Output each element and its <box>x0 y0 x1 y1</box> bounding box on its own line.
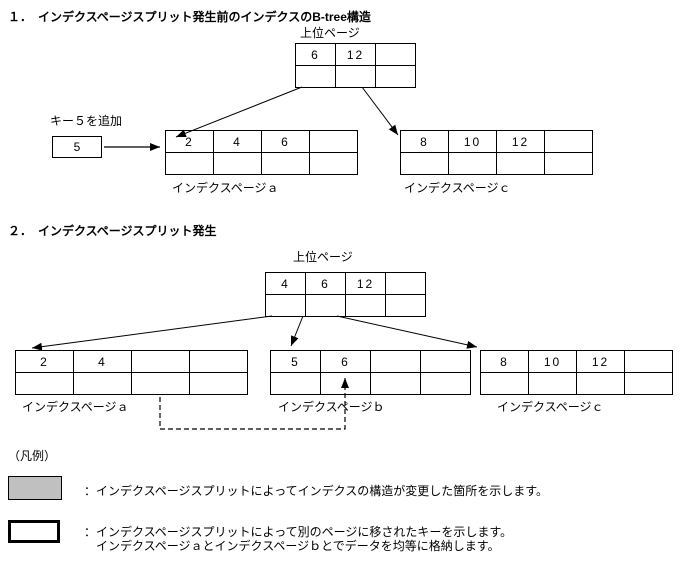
s2-page-a-label: インデクスページａ <box>22 400 129 414</box>
key-value-box: 5 <box>52 136 102 158</box>
table-cell <box>496 152 545 175</box>
table-cell: 8 <box>400 130 449 153</box>
table-cell: 8 <box>480 350 529 373</box>
legend-moved-text-line1: ：インデクスページスプリットによって別のページに移されたキーを示します。 <box>84 525 513 539</box>
table-cell <box>295 65 336 88</box>
table-cell <box>528 372 577 395</box>
legend-moved-text-line2: インデクスページａとインデクスページｂとでデータを均等に格納します。 <box>96 539 500 553</box>
changed-cell: 6 <box>320 350 371 373</box>
table-cell <box>624 372 673 395</box>
table-cell <box>448 152 497 175</box>
s2-page-c-label: インデクスページｃ <box>497 400 604 414</box>
s1-index-page-a-table: 2 4 6 <box>165 130 358 175</box>
table-cell <box>385 294 426 317</box>
table-cell: 12 <box>576 350 625 373</box>
table-cell: 2 <box>165 130 214 153</box>
table-cell <box>480 372 529 395</box>
s2-index-page-c-table: 8 10 12 <box>480 350 673 395</box>
arrow-s1-upper-to-page-c <box>361 86 399 136</box>
table-cell: 6 <box>305 272 346 295</box>
legend-changed-swatch <box>8 476 62 500</box>
arrow-s2-upper-to-page-a <box>31 315 273 351</box>
table-cell <box>165 152 214 175</box>
s1-upper-page-table: 6 12 <box>295 43 416 88</box>
changed-cell <box>420 350 471 373</box>
table-cell: 6 <box>295 43 336 66</box>
table-cell <box>335 65 376 88</box>
add-key-label: キー５を追加 <box>50 114 123 128</box>
moved-key-cell <box>131 350 190 373</box>
changed-cell: 4 <box>265 272 306 295</box>
arrow-s2-upper-to-page-b <box>290 315 304 347</box>
table-cell: 6 <box>261 130 310 153</box>
section1-title: １． インデクスページスプリット発生前のインデクスのB-tree構造 <box>8 10 371 24</box>
changed-cell <box>370 350 421 373</box>
s1-upper-page-label: 上位ページ <box>300 26 360 40</box>
arrow-s2-upper-to-page-c <box>336 315 478 349</box>
table-cell <box>400 152 449 175</box>
s2-index-page-a-table: 2 4 <box>15 350 248 395</box>
s1-index-page-c-table: 8 10 12 <box>400 130 593 175</box>
table-cell <box>261 152 310 175</box>
table-cell <box>309 130 358 153</box>
s2-upper-page-table: 4 6 12 <box>265 272 426 317</box>
s2-index-page-b-table: 5 6 <box>270 350 471 395</box>
table-cell <box>265 294 306 317</box>
table-cell <box>375 43 416 66</box>
s1-page-a-label: インデクスページａ <box>172 181 279 195</box>
s2-page-b-label: インデクスページｂ <box>278 400 385 414</box>
table-cell <box>576 372 625 395</box>
table-cell <box>189 350 248 373</box>
table-cell: 10 <box>448 130 497 153</box>
table-cell: 12 <box>496 130 545 153</box>
section2-title: ２． インデクスページスプリット発生 <box>8 224 217 238</box>
legend-heading: （凡例） <box>8 449 57 463</box>
table-cell: 10 <box>528 350 577 373</box>
changed-cell <box>270 372 321 395</box>
table-cell <box>544 130 593 153</box>
changed-cell <box>320 372 371 395</box>
table-cell <box>385 272 426 295</box>
legend-changed-text: ：インデクスページスプリットによってインデクスの構造が変更した箇所を示します。 <box>84 484 549 498</box>
table-cell: 4 <box>73 350 132 373</box>
table-cell: 2 <box>15 350 74 373</box>
table-cell: 4 <box>213 130 262 153</box>
changed-cell <box>420 372 471 395</box>
changed-cell <box>370 372 421 395</box>
legend-moved-swatch <box>8 520 60 543</box>
table-cell <box>189 372 248 395</box>
table-cell: 12 <box>345 272 386 295</box>
table-cell: 12 <box>335 43 376 66</box>
table-cell <box>624 350 673 373</box>
s2-upper-page-label: 上位ページ <box>293 250 353 264</box>
table-cell <box>345 294 386 317</box>
table-cell <box>544 152 593 175</box>
table-cell <box>305 294 346 317</box>
changed-cell: 5 <box>270 350 321 373</box>
table-cell <box>309 152 358 175</box>
table-cell <box>15 372 74 395</box>
table-cell <box>131 372 190 395</box>
s1-page-c-label: インデクスページｃ <box>404 181 511 195</box>
table-cell <box>375 65 416 88</box>
table-cell <box>73 372 132 395</box>
table-cell <box>213 152 262 175</box>
